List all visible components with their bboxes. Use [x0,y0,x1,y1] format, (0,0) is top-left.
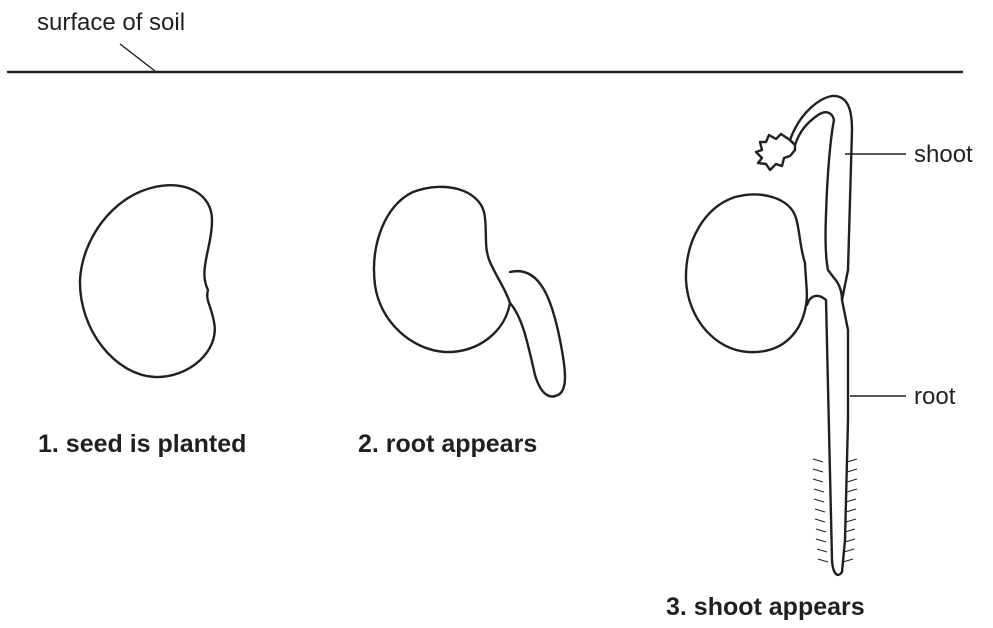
stage-3-seedling [684,94,858,576]
root-hairs [812,458,858,563]
root-2-outline [508,269,567,398]
surface-label-leader [119,43,156,72]
shoot-outline [788,94,854,302]
stage-2-caption: 2. root appears [358,430,537,458]
seed-2-outline [372,185,512,354]
shoot-label: shoot [914,141,973,168]
stage-3-caption: 3. shoot appears [666,593,865,621]
surface-label: surface of soil [37,9,185,36]
shoot-tip-leaves [754,132,797,172]
root-3-outline [805,294,850,576]
stage-1-seed [78,184,216,379]
stage-2-seed [372,185,567,398]
root-label: root [914,383,956,410]
seed-1-outline [78,184,216,379]
seed-3-outline [684,193,809,354]
stage-1-caption: 1. seed is planted [38,430,246,458]
